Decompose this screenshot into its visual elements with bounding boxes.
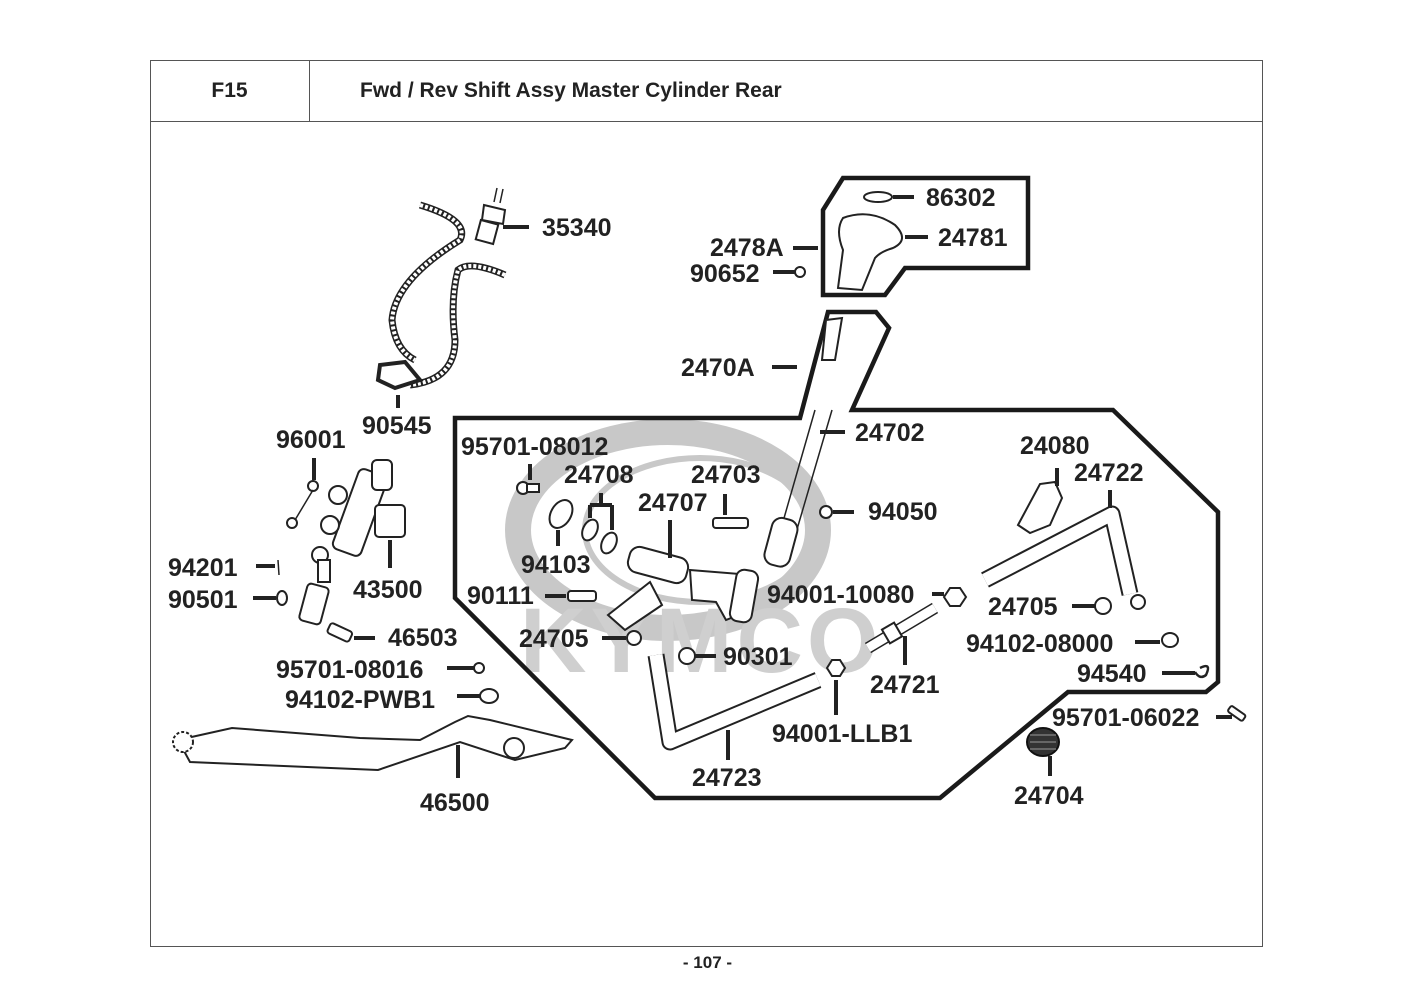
page-number: - 107 -	[682, 953, 733, 972]
shifter-knob-group-outline	[820, 175, 1031, 298]
part-label[interactable]: 24703	[691, 461, 761, 489]
washer-94050-icon	[819, 505, 833, 519]
nut-90301-icon	[678, 647, 696, 665]
shift-linkage-group-outline	[452, 309, 1221, 801]
part-label[interactable]: 43500	[353, 576, 423, 604]
page-title: Fwd / Rev Shift Assy Master Cylinder Rea…	[310, 60, 1263, 122]
section-code: F15	[150, 60, 310, 122]
part-label[interactable]: 90501	[168, 586, 238, 614]
nut-94001-10080-icon	[942, 587, 968, 607]
washer-94103-icon	[548, 499, 574, 529]
bolt-95701-08016-icon	[473, 662, 485, 674]
part-label[interactable]: 94102-08000	[966, 630, 1113, 658]
part-label[interactable]: 2470A	[681, 354, 755, 382]
o-rings-24708-icon	[581, 518, 618, 555]
part-label[interactable]: 95701-06022	[1052, 704, 1199, 732]
part-label[interactable]: 24722	[1074, 459, 1144, 487]
nut-94001-LLB1-icon	[825, 659, 847, 677]
part-label[interactable]: 86302	[926, 184, 996, 212]
screw-90652-icon	[794, 266, 806, 278]
shift-knob-24781-icon	[836, 213, 903, 292]
adjuster-24721-icon	[864, 602, 939, 654]
part-label[interactable]: 24704	[1014, 782, 1084, 810]
washer-94102-PWB1-icon	[479, 688, 499, 704]
bolt-95701-06022-icon	[1227, 705, 1247, 722]
washer-90501-icon	[276, 590, 288, 606]
part-label[interactable]: 90652	[690, 260, 760, 288]
switch-35340-icon	[474, 187, 507, 246]
part-label[interactable]: 94103	[521, 551, 591, 579]
part-label[interactable]: 24705	[988, 593, 1058, 621]
part-label[interactable]: 96001	[276, 426, 346, 454]
collar-24705-icon	[626, 630, 642, 646]
part-label[interactable]: 94102-PWB1	[285, 686, 435, 714]
part-label[interactable]: 94050	[868, 498, 938, 526]
part-label[interactable]: 94201	[168, 554, 238, 582]
part-label[interactable]: 24702	[855, 419, 925, 447]
diagram-frame	[150, 60, 1263, 947]
brake-pedal-46500-icon	[172, 714, 574, 772]
collar-24705-b-icon	[1094, 597, 1112, 615]
part-label[interactable]: 95701-08012	[461, 433, 608, 461]
emblem-86302-icon	[863, 191, 893, 203]
part-label[interactable]: 24781	[938, 224, 1008, 252]
pin-24703-icon	[712, 517, 749, 529]
part-label[interactable]: 90111	[467, 582, 534, 610]
part-label[interactable]: 46503	[388, 624, 458, 652]
brake-hose-90545-icon	[375, 201, 507, 391]
bolt-90111-icon	[567, 590, 597, 602]
spring-24704-icon	[1026, 727, 1060, 757]
part-label[interactable]: 24705	[519, 625, 589, 653]
clip-94540-icon	[1193, 664, 1210, 679]
part-label[interactable]: 24708	[564, 461, 634, 489]
master-cylinder-43500-icon	[298, 459, 406, 626]
part-label[interactable]: 94540	[1077, 660, 1147, 688]
part-label[interactable]: 95701-08016	[276, 656, 423, 684]
shift-shaft-24707-icon	[606, 545, 760, 632]
bolt-96001-icon	[286, 480, 319, 529]
pin-46503-icon	[326, 622, 354, 643]
part-label[interactable]: 24707	[638, 489, 708, 517]
part-label[interactable]: 24080	[1020, 432, 1090, 460]
part-label[interactable]: 24723	[692, 764, 762, 792]
part-label[interactable]: 90301	[723, 643, 793, 671]
pin-94201-icon	[277, 559, 280, 576]
kymco-watermark: KYMCO	[505, 419, 882, 692]
part-label[interactable]: 24721	[870, 671, 940, 699]
shaft-24722-icon	[981, 505, 1146, 610]
washer-94102-08000-icon	[1161, 632, 1179, 648]
arm-24080-icon	[1016, 480, 1064, 535]
part-label[interactable]: 94001-10080	[767, 581, 914, 609]
part-labels: 35340 90545 96001 43500 94201 90501 4650…	[168, 184, 1199, 817]
shift-lever-24702-icon	[763, 316, 844, 568]
watermark-text: KYMCO	[520, 590, 882, 692]
part-label[interactable]: 90545	[362, 412, 432, 440]
rod-24723-icon	[647, 653, 822, 751]
part-label[interactable]: 35340	[542, 214, 612, 242]
part-label[interactable]: 94001-LLB1	[772, 720, 912, 748]
part-label[interactable]: 2478A	[710, 234, 784, 262]
part-label[interactable]: 46500	[420, 789, 490, 817]
